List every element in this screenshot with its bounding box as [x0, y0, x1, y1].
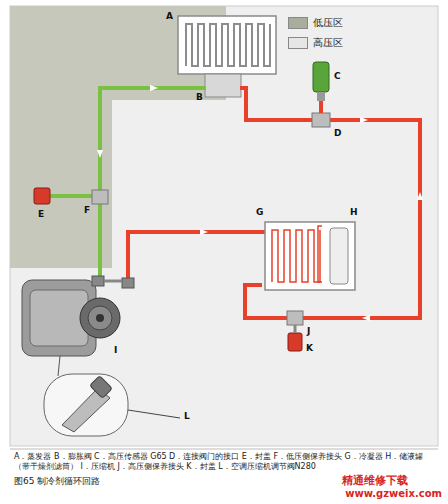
watermark: 精通维修下载 — [340, 473, 410, 488]
parts-key: A．蒸发器 B．膨胀阀 C．高压传感器 G65 D．连接阀门的接口 E．封盖 F… — [14, 452, 438, 472]
condenser — [265, 222, 355, 290]
expansion-valve — [205, 74, 241, 97]
cap — [288, 333, 302, 351]
condenser-coil — [272, 230, 320, 282]
high-pressure-service-port — [287, 311, 303, 325]
legend-row: 高压区 — [288, 33, 343, 53]
callout-letter: B — [196, 93, 203, 103]
compressor-pulley — [80, 298, 120, 338]
callout-letter: H — [350, 208, 358, 218]
flow-arrow — [360, 117, 368, 123]
flow-arrow — [200, 229, 208, 235]
callout-letter: K — [306, 344, 313, 354]
legend-row: 低压区 — [288, 13, 343, 33]
valve-inset — [44, 374, 128, 436]
callout-letter: I — [114, 346, 117, 356]
inset-leader — [58, 356, 60, 376]
control-valve-connector — [90, 376, 113, 399]
legend-swatch — [288, 17, 308, 29]
compressor-port — [104, 280, 122, 283]
high-pressure-pipe — [128, 232, 266, 282]
compressor-port — [92, 276, 104, 286]
legend-text: 高压区 — [313, 36, 343, 50]
condenser-coil — [318, 226, 322, 282]
evaporator-coil — [186, 24, 270, 66]
cap — [34, 188, 50, 204]
compressor-pulley — [96, 314, 104, 322]
flow-arrow — [97, 150, 103, 158]
flow-arrow — [150, 85, 158, 91]
callout-letter: A — [166, 12, 173, 22]
callout-letter: G — [256, 208, 263, 218]
sensor-stub — [319, 100, 323, 113]
legend: 低压区高压区 — [288, 13, 343, 53]
low-pressure-service-port — [92, 190, 108, 204]
callout-leader — [128, 410, 180, 418]
high-pressure-pipe — [240, 88, 420, 318]
valve-connection — [312, 113, 330, 127]
receiver-drier — [330, 228, 348, 284]
flow-arrow — [362, 315, 370, 321]
callout-letter: L — [184, 412, 190, 422]
legend-text: 低压区 — [313, 16, 343, 30]
pressure-sensor — [313, 62, 329, 92]
watermark: www.gzweix.com — [343, 488, 444, 499]
callout-letter: E — [38, 210, 44, 220]
high-pressure-ground — [10, 6, 438, 446]
callout-letter: F — [84, 206, 90, 216]
legend-swatch — [288, 37, 308, 49]
evaporator — [178, 16, 276, 74]
pressure-sensor-thread — [317, 92, 325, 101]
flow-arrow — [417, 192, 423, 200]
compressor-body — [30, 290, 88, 346]
low-pressure-pipe — [100, 88, 206, 282]
figure-caption: 图65 制冷剂循环回路 — [14, 475, 100, 488]
compressor-pulley — [88, 306, 112, 330]
caption-rule — [10, 449, 438, 450]
cap-stub — [294, 325, 297, 333]
callout-letter: C — [334, 72, 341, 82]
compressor-port — [122, 278, 134, 288]
callout-letter: J — [307, 327, 310, 337]
callout-letter: D — [334, 129, 341, 139]
